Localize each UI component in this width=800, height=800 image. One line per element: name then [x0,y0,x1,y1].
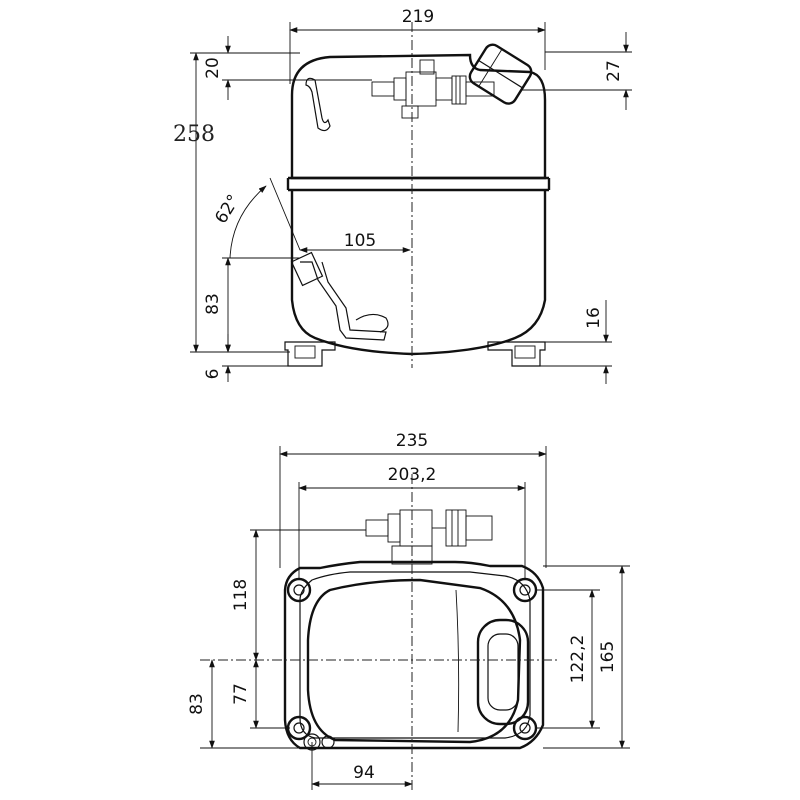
dim-overall-depth-165: 165 [598,641,618,673]
compressor-lower-shell [290,190,547,356]
left-foot [284,341,336,367]
dim-tube-height-83: 83 [203,293,223,315]
discharge-tube [300,261,387,341]
dim-top-left-20: 20 [203,57,223,79]
dim-height-258: 258 [173,122,215,147]
dim-tube-offset-105: 105 [344,231,376,251]
dim-rear-depth-83: 83 [187,693,207,715]
top-view: 235 203,2 118 83 77 94 122,2 165 [187,431,630,790]
angle-arc-62 [229,185,267,259]
dim-foot-right-16: 16 [584,307,604,329]
dim-foot-6: 6 [203,369,223,380]
base-plate-outline [283,560,545,750]
terminal-box-top [455,589,530,733]
compressor-body-outline [290,53,547,180]
suction-fitting [371,59,495,119]
mounting-hole-top-left [286,577,312,603]
dim-hole-spacing-203-2: 203,2 [388,465,437,485]
dim-rear-depth-77: 77 [231,683,251,705]
mounting-hole-top-right [512,577,538,603]
terminal-cover [468,43,533,105]
dim-hole-depth-122-2: 122,2 [568,635,588,684]
top-view-fittings [365,509,493,565]
compressor-body-top [306,578,522,744]
dim-width-219: 219 [402,7,434,27]
dim-angle-62: 62° [211,191,244,227]
dim-top-right-27: 27 [604,60,624,82]
dim-bottom-offset-94: 94 [353,763,375,783]
side-view: 219 20 27 258 62° 105 83 6 [173,7,632,384]
dim-front-depth-118: 118 [231,579,251,611]
process-tube [305,77,331,132]
dim-overall-width-235: 235 [396,431,428,451]
